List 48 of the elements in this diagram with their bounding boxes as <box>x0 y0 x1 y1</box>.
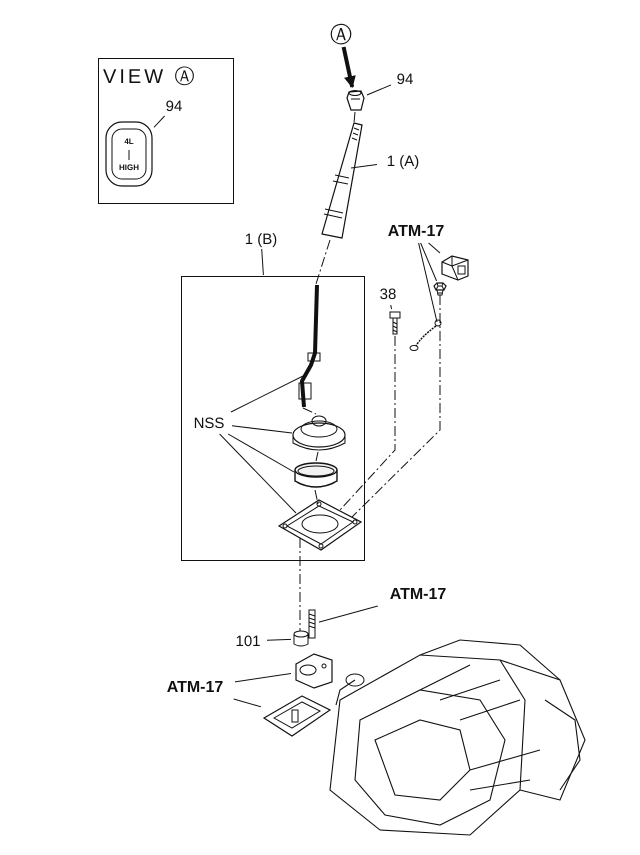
leader-line <box>390 304 392 310</box>
centerline <box>354 112 356 124</box>
ground-wire-drawing <box>408 318 444 352</box>
centerline <box>352 294 440 518</box>
leader-line <box>350 164 378 168</box>
leader-line <box>261 248 264 276</box>
leader-line <box>234 673 292 682</box>
part-number: 1 (A) <box>378 152 428 170</box>
centerline <box>316 240 330 284</box>
reference-label: ATM-17 <box>378 585 458 605</box>
leader-line <box>318 606 378 623</box>
leader-line <box>233 698 262 708</box>
leader-line <box>228 434 294 472</box>
part-number: 1 (B) <box>236 230 286 248</box>
part-number: 101 <box>230 632 266 650</box>
centerline <box>340 336 396 510</box>
leader-line <box>230 376 304 412</box>
boot-drawing <box>291 413 347 453</box>
bushing-drawing <box>292 630 310 648</box>
knob-top-drawing <box>105 121 153 187</box>
leader-line <box>418 242 438 322</box>
leader-line <box>420 242 438 282</box>
view-marker: Ⓐ <box>329 24 353 46</box>
leader-line <box>366 84 392 96</box>
leader-line <box>154 116 166 128</box>
centerline <box>314 490 318 504</box>
view-heading: VIEW Ⓐ <box>103 65 198 90</box>
reference-label: ATM-17 <box>378 222 454 242</box>
knob-drawing <box>344 88 366 112</box>
leader-line <box>266 638 292 641</box>
part-number: NSS <box>187 413 231 433</box>
stud-bolt-drawing <box>306 608 318 640</box>
part-number: 94 <box>161 97 187 115</box>
view-frame <box>98 58 234 204</box>
leader-line <box>232 425 292 434</box>
position-label: HIGH <box>118 162 140 173</box>
centerline <box>316 452 318 462</box>
centerline <box>302 408 316 414</box>
leader-line <box>428 242 440 254</box>
group-frame <box>181 276 365 561</box>
part-number: 94 <box>392 70 418 88</box>
bolt-drawing <box>388 310 402 336</box>
part-number: 38 <box>374 284 402 304</box>
view-arrow <box>342 46 356 88</box>
leader-line <box>219 434 296 514</box>
reference-label: ATM-17 <box>156 678 234 698</box>
position-label: 4L <box>123 136 135 147</box>
grommet-drawing <box>432 282 448 296</box>
